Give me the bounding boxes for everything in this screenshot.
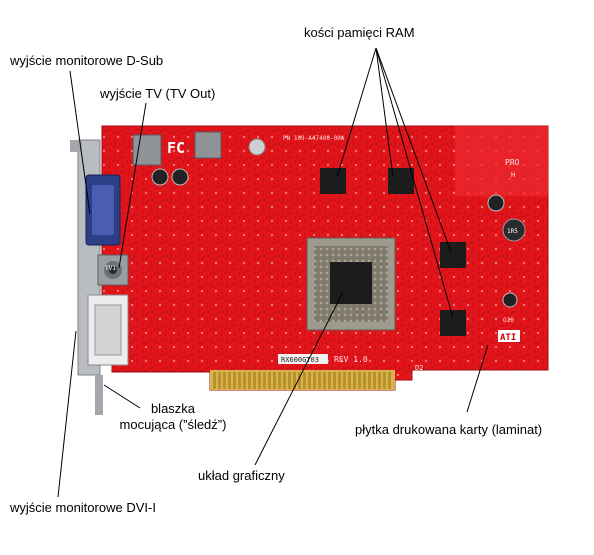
connector-finger (298, 372, 301, 389)
ram-chip-4 (440, 310, 466, 336)
connector-finger (283, 372, 286, 389)
ram-chip-3 (440, 242, 466, 268)
g10-text: G10 (503, 317, 514, 324)
leader-ram-3 (375, 47, 452, 253)
fcc-mark: FC (167, 139, 185, 157)
capacitors (132, 131, 526, 308)
label-tv-out: wyjście TV (TV Out) (100, 86, 216, 101)
connector-finger (333, 372, 336, 389)
model-text: RX600GT03 (281, 356, 319, 364)
connector-finger (263, 372, 266, 389)
ram-chip-1 (320, 168, 346, 194)
edge-text: D2 (415, 364, 423, 372)
connector-finger (293, 372, 296, 389)
leader-dvi (57, 330, 77, 498)
coil-text: 1R5 (507, 228, 518, 235)
connector-finger (258, 372, 261, 389)
dvi-connector (87, 294, 129, 366)
connector-finger (228, 372, 231, 389)
label-gpu: układ graficzny (198, 468, 285, 483)
dsub-connector (85, 174, 121, 246)
leader-bracket (103, 384, 141, 409)
pci-express-connector (210, 370, 395, 390)
connector-finger (253, 372, 256, 389)
connector-finger (388, 372, 391, 389)
connector-finger (213, 372, 216, 389)
leader-tv (118, 102, 147, 269)
board-markings: FC PN 109-A47400-00A RX600GT03 REV 1.0 A… (105, 135, 520, 372)
connector-finger (368, 372, 371, 389)
connector-finger (373, 372, 376, 389)
tv-code-text: TV1 (105, 265, 116, 272)
connector-finger (363, 372, 366, 389)
connector-finger (288, 372, 291, 389)
leader-lines (57, 47, 489, 498)
connector-finger (323, 372, 326, 389)
label-ram: kości pamięci RAM (304, 25, 415, 40)
label-dvi: wyjście monitorowe DVI-I (10, 500, 156, 515)
connector-finger (348, 372, 351, 389)
connector-finger (308, 372, 311, 389)
tv-out-connector (97, 254, 129, 286)
connector-finger (313, 372, 316, 389)
ati-logo: ATI (500, 333, 516, 343)
connector-finger (223, 372, 226, 389)
connector-finger (338, 372, 341, 389)
gpu-chip (306, 237, 396, 331)
h-text: H (511, 171, 515, 179)
leader-ram-4 (375, 47, 454, 319)
connector-finger (358, 372, 361, 389)
connector-finger (233, 372, 236, 389)
connector-finger (328, 372, 331, 389)
leader-ram-2 (375, 47, 394, 178)
leader-pcb (466, 344, 489, 413)
label-bracket-line1: blaszka (150, 401, 196, 416)
connector-finger (353, 372, 356, 389)
label-pcb: płytka drukowana karty (laminat) (355, 422, 543, 437)
connector-finger (248, 372, 251, 389)
connector-finger (238, 372, 241, 389)
label-bracket-line2: mocująca (”śledź”) (119, 417, 227, 432)
part-number-text: PN 109-A47400-00A (283, 135, 345, 142)
pro-text: PRO (505, 158, 520, 167)
connector-finger (273, 372, 276, 389)
connector-finger (268, 372, 271, 389)
connector-finger (218, 372, 221, 389)
connector-finger (343, 372, 346, 389)
connector-finger (243, 372, 246, 389)
revision-text: REV 1.0 (334, 355, 368, 364)
label-bracket: blaszka mocująca (”śledź”) (108, 401, 238, 433)
connector-finger (378, 372, 381, 389)
connector-finger (303, 372, 306, 389)
connector-finger (318, 372, 321, 389)
connector-finger (383, 372, 386, 389)
leader-ram-1 (336, 47, 377, 178)
leader-dsub (69, 70, 91, 215)
leader-gpu (254, 291, 344, 466)
label-dsub: wyjście monitorowe D-Sub (10, 53, 164, 68)
connector-finger (278, 372, 281, 389)
